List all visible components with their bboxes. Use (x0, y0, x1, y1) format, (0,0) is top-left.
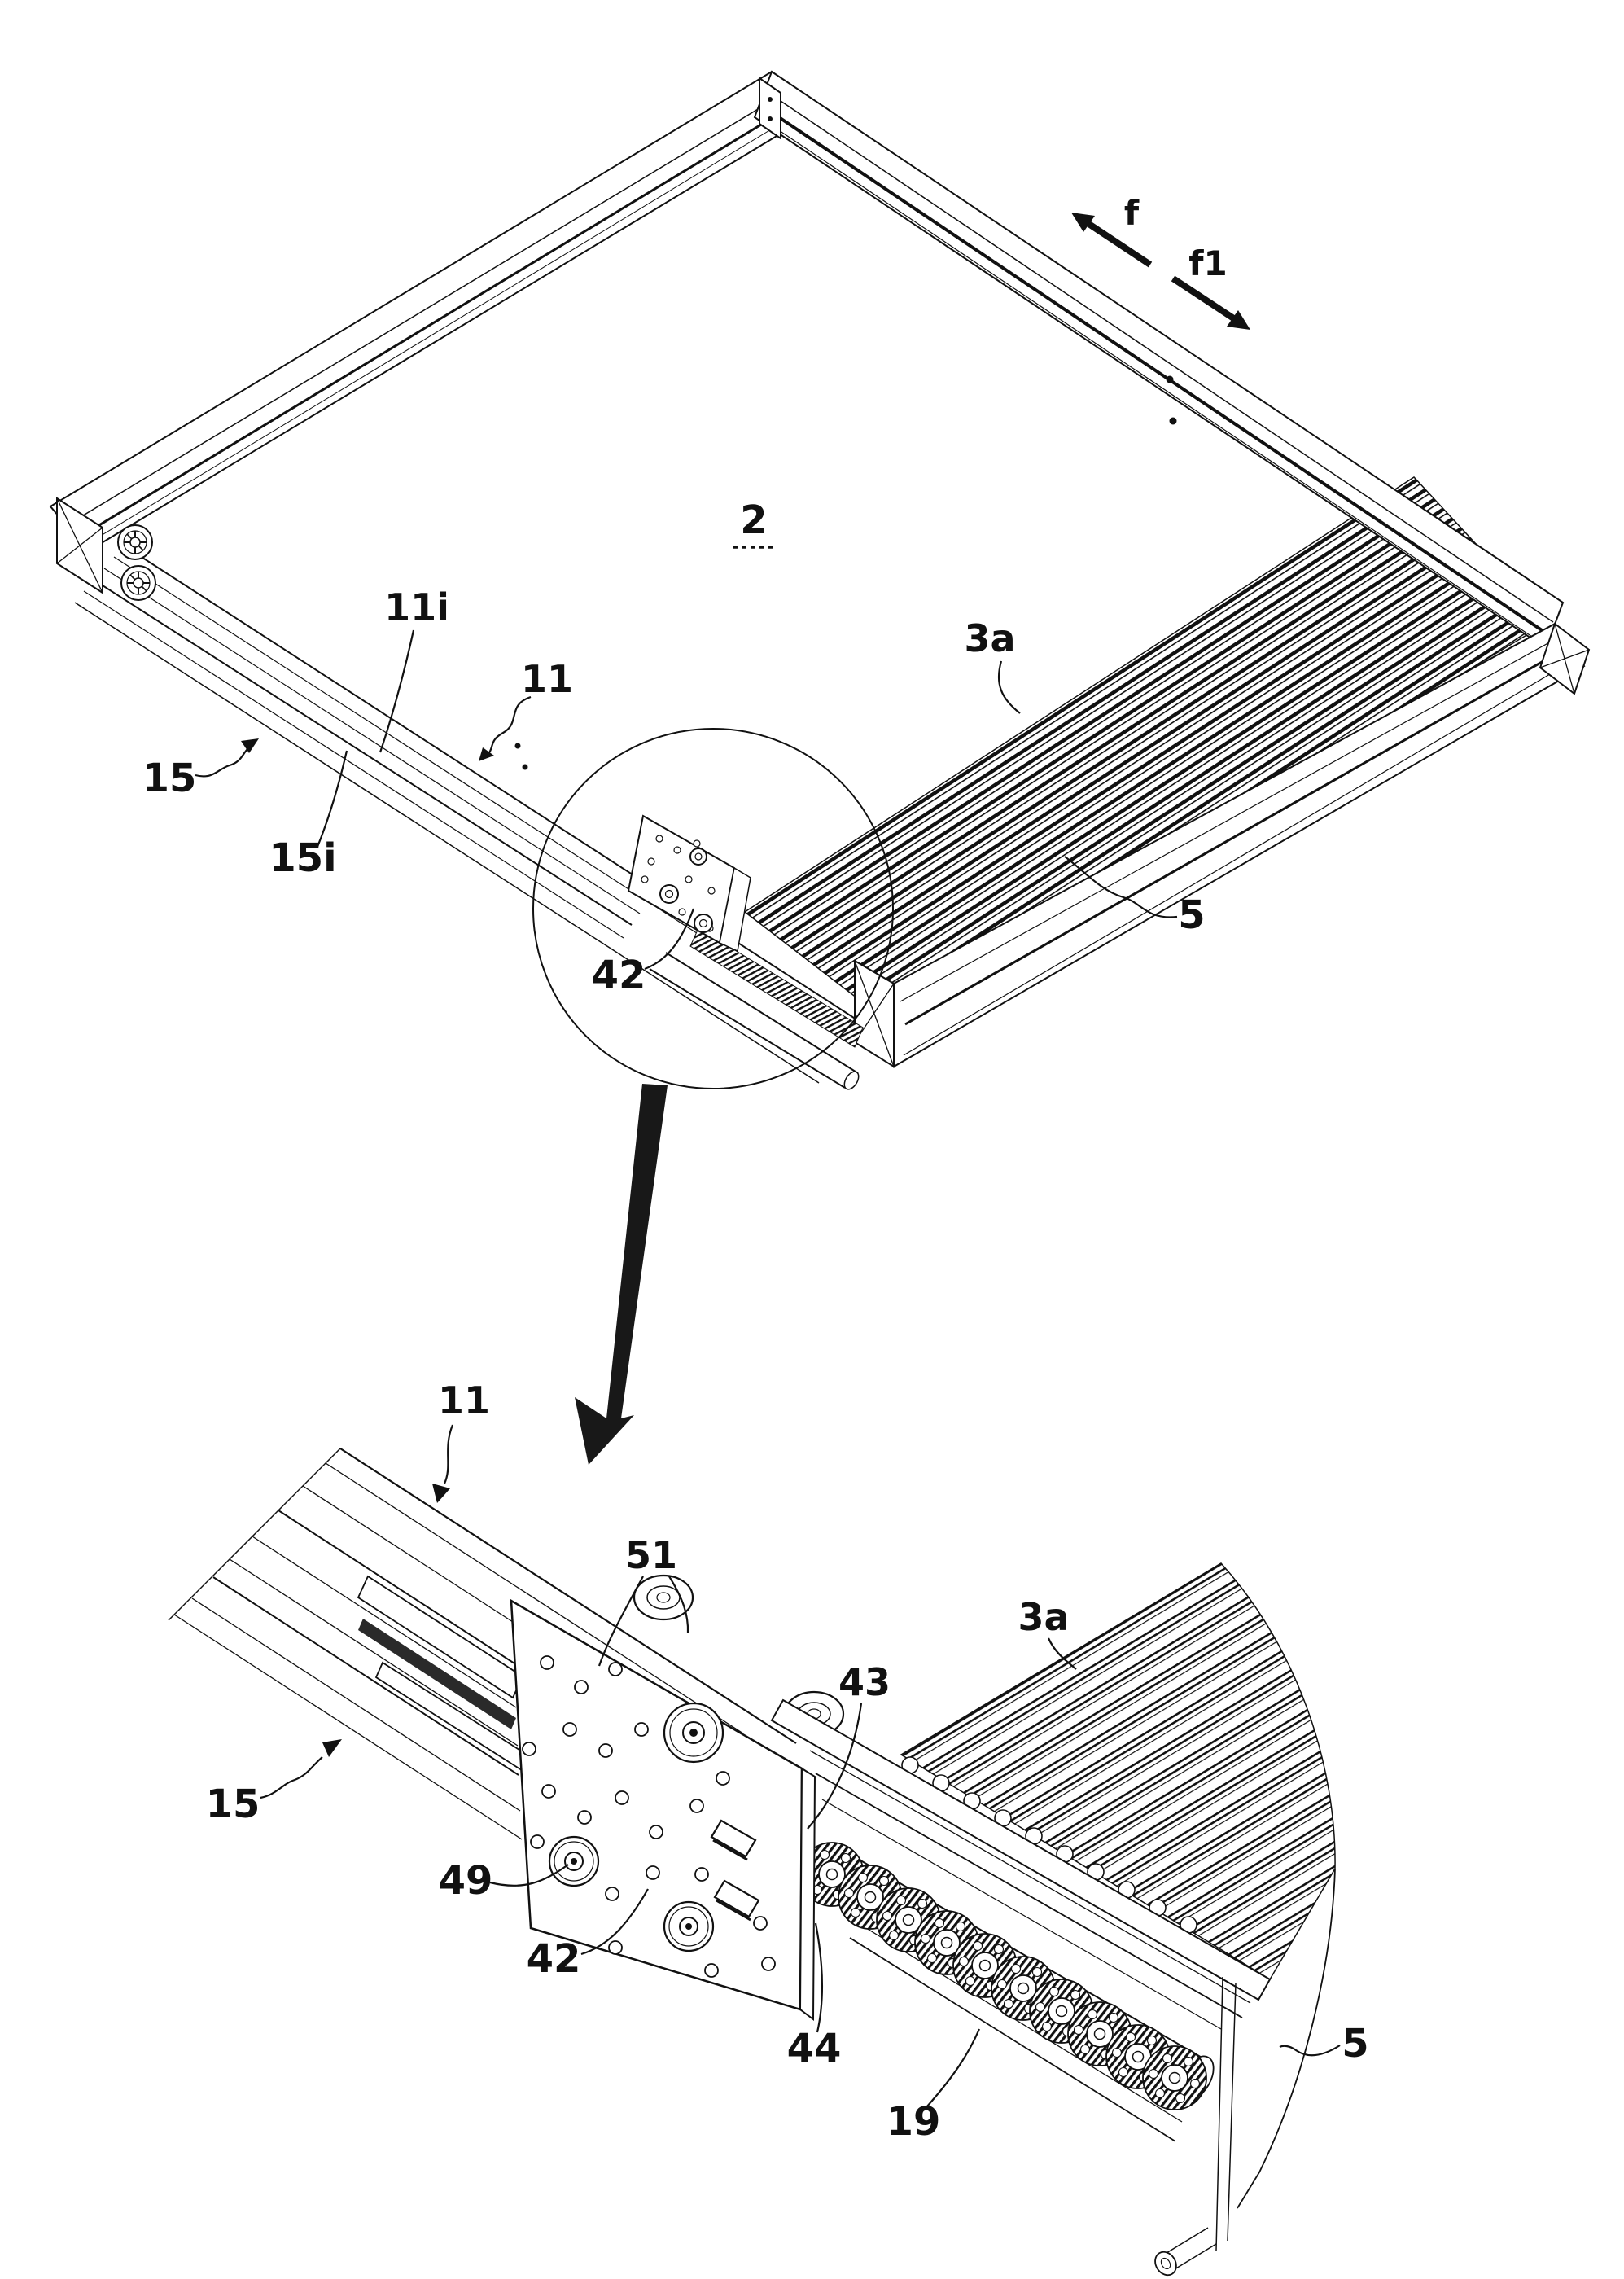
ref-label-3a: 3a (964, 616, 1015, 660)
detail-callout-circle (532, 728, 894, 1089)
direction-arrow-f1: f1 (1171, 243, 1250, 330)
carriage-plate (627, 814, 751, 953)
ref-label-42: 42 (592, 953, 646, 998)
ref-label-44: 44 (787, 2026, 842, 2071)
leader-arrowhead-15-detail (322, 1739, 342, 1757)
detail-carriage-plate (510, 1598, 816, 2021)
beam-screw-dot (1166, 375, 1174, 383)
plate-roller-left (548, 1835, 600, 1887)
ref-label-15-detail: 15 (206, 1782, 260, 1827)
ref-label-15: 15 (142, 756, 197, 801)
beam-screw-dot (1169, 417, 1177, 425)
leader-19 (926, 2028, 981, 2108)
leader-arrowhead-11-detail (432, 1484, 450, 1503)
ref-label-3a-detail: 3a (1018, 1595, 1069, 1639)
corner-foot (1154, 2227, 1217, 2277)
direction-label-f: f (1124, 193, 1140, 233)
plate-tab (713, 1879, 760, 1918)
detail-boundary-arc (1237, 1868, 1336, 2209)
leader-11i (379, 629, 415, 753)
main-leader-lines (195, 629, 1178, 971)
ref-label-42-detail: 42 (527, 1936, 581, 1982)
ref-label-11i: 11i (384, 585, 449, 629)
detail-reference-labels: 11 51 43 3a 15 49 42 44 19 5 (206, 1378, 1369, 2145)
leader-51-b (668, 1576, 689, 1634)
main-view: f f1 2 3a 5 11 11i 15 15i (49, 70, 1591, 1465)
front-bar (854, 622, 1591, 1068)
detail-pointer-arrow (575, 1084, 668, 1465)
plate-edge-strip (799, 1767, 816, 2021)
detail-guide-rail (168, 1448, 797, 1840)
ref-label-11: 11 (521, 657, 573, 701)
ref-label-5-detail: 5 (1342, 2021, 1368, 2066)
guide-rail-assembly (56, 497, 864, 1090)
plate-roller-bottom (663, 1900, 715, 1952)
leader-42 (644, 908, 695, 971)
plate-roller-top (663, 1702, 724, 1764)
ref-label-2: 2 (740, 497, 767, 543)
leader-11-detail (443, 1424, 454, 1484)
leader-arrowhead-11 (479, 747, 494, 761)
leader-43 (807, 1703, 863, 1830)
leader-15-detail (260, 1756, 323, 1799)
ref-label-19: 19 (886, 2099, 941, 2145)
main-reference-labels: 2 3a 5 11 11i 15 15i 42 (142, 497, 1206, 998)
ref-label-15i: 15i (269, 835, 336, 881)
direction-label-f1: f1 (1188, 243, 1228, 283)
leader-11 (486, 695, 532, 756)
ref-label-43: 43 (838, 1660, 891, 1704)
ref-label-49: 49 (439, 1858, 493, 1904)
cable-pulley (117, 524, 153, 560)
ref-label-51: 51 (625, 1533, 677, 1577)
leader-5 (1064, 856, 1178, 918)
detail-slat-fan (900, 1562, 1336, 1981)
frame-beam-rear-left (49, 70, 811, 553)
corner-bracket (759, 77, 781, 140)
ref-label-5: 5 (1178, 892, 1205, 938)
leader-arrowhead-15 (241, 738, 259, 753)
detail-view: 11 51 43 3a 15 49 42 44 19 5 (168, 1378, 1369, 2277)
leader-3a-detail (1047, 1637, 1077, 1670)
plate-tab (710, 1819, 757, 1858)
rail-slide-pad-shadow (358, 1619, 516, 1729)
roller-chain-segment (689, 927, 864, 1048)
rail-slide-pad (357, 1575, 524, 1699)
ref-label-11-detail: 11 (438, 1378, 490, 1422)
leader-42-detail (580, 1888, 649, 1956)
leader-15 (195, 748, 248, 778)
slat-retaining-bar (770, 1698, 1272, 2001)
leader-51-a (598, 1576, 644, 1667)
leader-5-detail (1279, 2045, 1341, 2057)
detail-leader-lines (260, 1424, 1341, 2108)
direction-arrow-f: f (1071, 193, 1153, 268)
leader-44 (814, 1922, 824, 2033)
cable-pulley (120, 565, 156, 601)
leader-3a (997, 660, 1021, 714)
leader-49 (489, 1864, 569, 1887)
carriage-wheel (633, 1574, 694, 1621)
frame-beam-rear-right (753, 70, 1565, 650)
leader-15i (316, 750, 348, 848)
